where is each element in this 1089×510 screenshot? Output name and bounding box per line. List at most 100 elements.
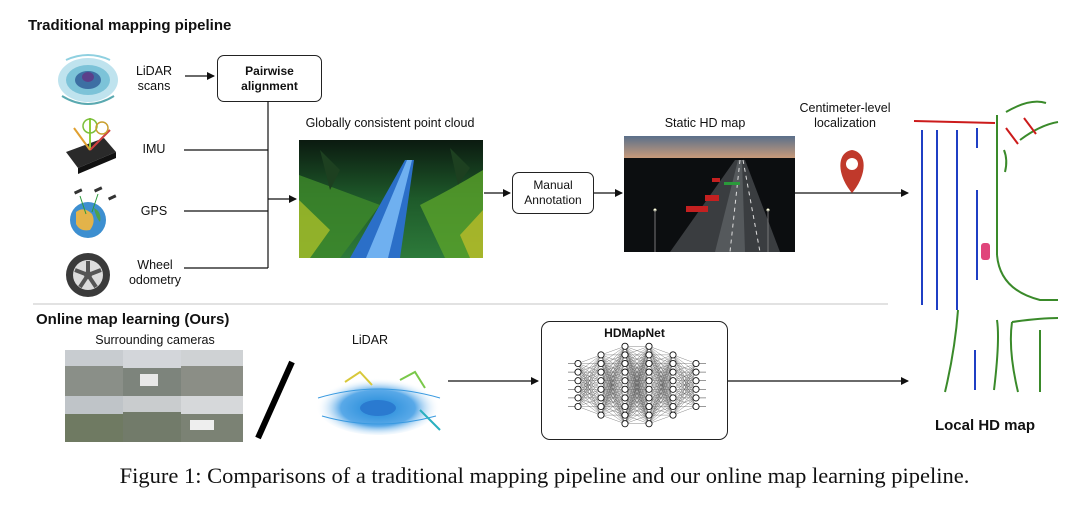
location-pin-icon <box>840 150 864 193</box>
nn-node <box>669 377 677 385</box>
nn-node <box>692 385 700 393</box>
nn-node <box>645 359 653 368</box>
nn-node <box>669 359 677 368</box>
nn-edge <box>648 354 674 398</box>
lidar-scans-label: LiDAR scans <box>135 64 173 93</box>
nn-node <box>597 411 605 419</box>
nn-node <box>692 377 700 385</box>
nn-edge <box>624 346 650 416</box>
nn-node <box>645 411 653 419</box>
nn-edge <box>648 354 674 390</box>
nn-edge <box>624 389 650 424</box>
nn-node <box>645 377 653 385</box>
nn-node <box>669 385 677 393</box>
nn-node <box>669 368 677 376</box>
nn-edge <box>648 354 674 381</box>
nn-node <box>669 411 677 419</box>
nn-edge <box>577 372 602 407</box>
nn-edge <box>672 363 697 390</box>
nn-node <box>645 342 653 350</box>
nn-node <box>645 385 653 393</box>
nn-node <box>597 351 605 359</box>
nn-edge <box>648 372 674 424</box>
nn-edge <box>624 346 650 390</box>
localization-label: Centimeter-level localization <box>799 101 891 130</box>
nn-node <box>574 377 582 385</box>
nn-edge <box>577 380 602 407</box>
nn-node <box>669 402 677 411</box>
nn-node <box>692 359 700 368</box>
nn-edge <box>624 380 650 424</box>
nn-node <box>597 394 605 402</box>
nn-edge <box>648 354 674 407</box>
imu-icon <box>66 118 116 174</box>
nn-edge <box>672 372 697 416</box>
nn-edge <box>600 372 626 416</box>
nn-edge <box>624 406 650 424</box>
nn-node <box>621 351 629 359</box>
gps-globe-icon <box>70 186 117 238</box>
neural-network-graphic <box>568 342 706 428</box>
nn-node <box>645 394 653 402</box>
ego-car-marker <box>981 243 990 260</box>
nn-edge <box>648 354 674 364</box>
nn-edge <box>624 346 650 424</box>
nn-node <box>692 394 700 402</box>
nn-node <box>597 377 605 385</box>
nn-edge <box>648 363 674 424</box>
nn-edge <box>600 406 626 416</box>
lidar-scan-icon <box>58 54 118 105</box>
nn-edge <box>672 406 697 416</box>
nn-node <box>669 351 677 359</box>
nn-edge <box>600 397 626 416</box>
nn-node <box>597 368 605 376</box>
nn-node <box>574 402 582 411</box>
nn-edge <box>624 346 650 407</box>
nn-edge <box>624 414 650 424</box>
nn-edge <box>600 414 626 424</box>
wheel-icon <box>66 253 110 297</box>
nn-node <box>621 368 629 376</box>
nn-edge <box>600 354 626 416</box>
nn-node <box>621 420 629 428</box>
nn-edge <box>624 397 650 424</box>
lidar-online-label: LiDAR <box>351 333 389 347</box>
nn-edge <box>648 346 674 356</box>
nn-edge <box>600 346 626 416</box>
nn-edge <box>600 346 626 364</box>
nn-edge <box>600 346 626 390</box>
nn-edge <box>600 363 626 416</box>
imu-label: IMU <box>142 142 166 156</box>
nn-edge <box>600 346 626 407</box>
nn-edge <box>600 346 626 356</box>
nn-edge <box>600 346 626 373</box>
nn-edge <box>648 414 674 424</box>
nn-node <box>574 385 582 393</box>
point-cloud-label: Globally consistent point cloud <box>305 116 475 130</box>
nn-edge <box>672 354 697 364</box>
nn-edge <box>600 346 626 398</box>
nn-edge <box>624 346 650 364</box>
nn-edge <box>577 354 602 373</box>
nn-node <box>621 402 629 411</box>
nn-edge <box>648 380 674 424</box>
nn-edge <box>672 363 697 373</box>
separator-slash <box>255 360 295 440</box>
nn-node <box>621 385 629 393</box>
nn-edge <box>624 363 650 424</box>
nn-node <box>669 394 677 402</box>
nn-node <box>645 351 653 359</box>
online-pipeline-header: Online map learning (Ours) <box>36 311 230 328</box>
nn-node <box>621 359 629 368</box>
manual-annotation-box: Manual Annotation <box>512 172 594 214</box>
nn-edge <box>648 389 674 424</box>
wheel-odometry-label: Wheel odometry <box>128 258 182 287</box>
nn-edge <box>624 372 650 424</box>
nn-edge <box>648 406 674 424</box>
nn-node <box>645 402 653 411</box>
nn-node <box>621 394 629 402</box>
nn-edge <box>577 354 602 364</box>
nn-node <box>597 385 605 393</box>
nn-edge <box>577 389 602 407</box>
